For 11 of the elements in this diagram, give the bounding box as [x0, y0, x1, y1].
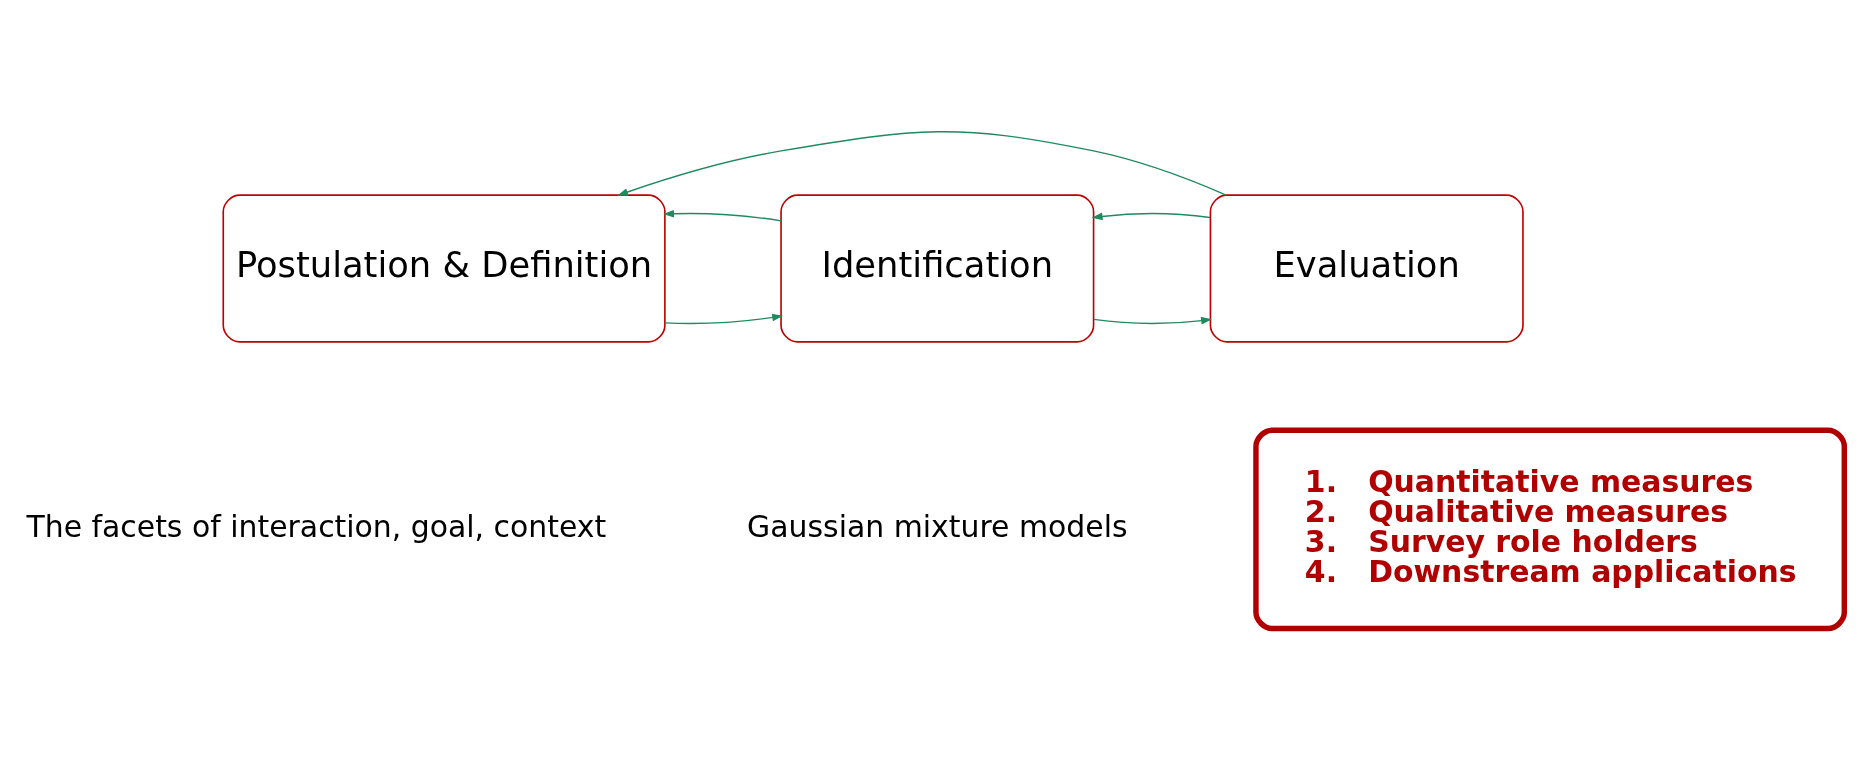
arrow: [617, 131, 1227, 196]
label: The facets of interaction, goal, context: [26, 508, 607, 544]
label: Gaussian mixture models: [747, 508, 1128, 544]
arrow: [1091, 212, 1211, 221]
arrow: [664, 313, 784, 325]
node-box: Evaluation: [1209, 194, 1524, 343]
node-box: 1. Quantitative measures 2. Qualitative measures 3. Survey role holders 4. Downstream applications: [1253, 427, 1848, 632]
arrow: [663, 209, 782, 222]
node-box: Identification: [780, 194, 1095, 343]
arrow: [1093, 316, 1212, 325]
node-box: Postulation & Definition: [222, 194, 666, 343]
